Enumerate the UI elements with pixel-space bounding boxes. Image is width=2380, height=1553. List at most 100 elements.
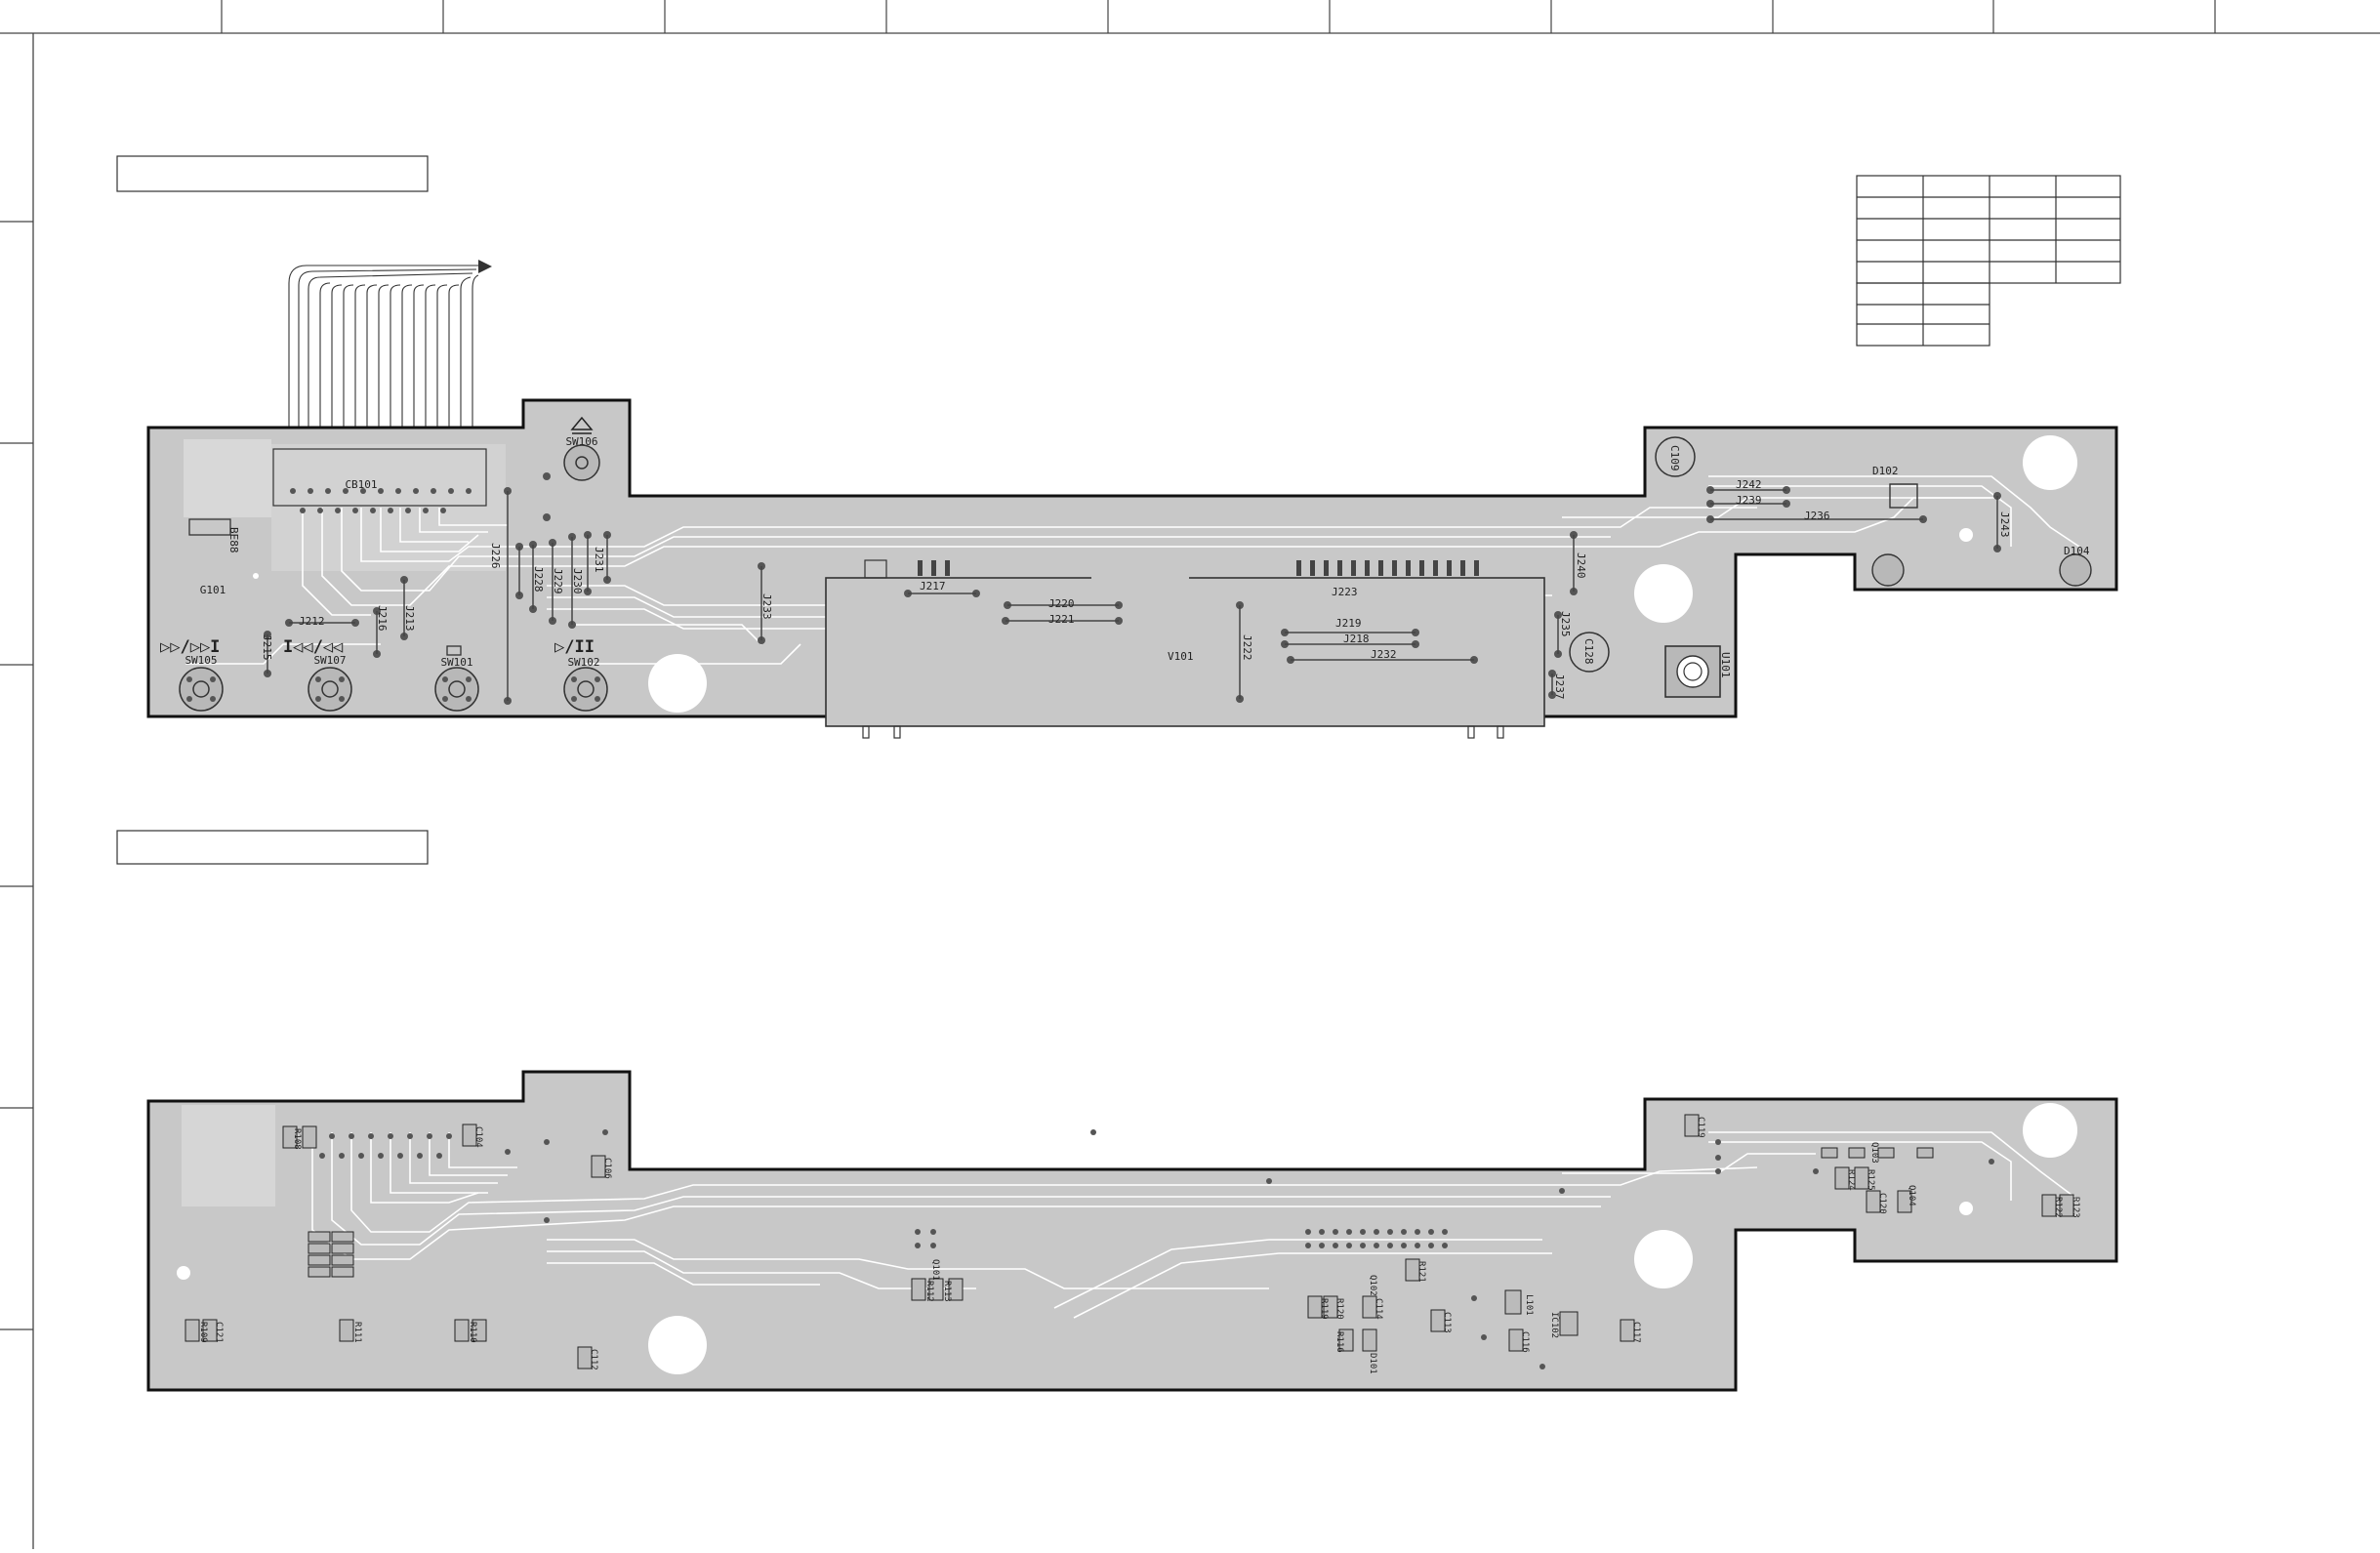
mounting-hole: [1959, 528, 1973, 542]
label-c119: C119: [1696, 1117, 1705, 1138]
mounting-hole: [648, 1316, 707, 1374]
label-beeper: BE88: [227, 527, 240, 553]
label-r122: R122: [2053, 1197, 2063, 1218]
label-j219: J219: [1335, 617, 1362, 630]
label-sw102: SW102: [567, 656, 599, 669]
label-c114: C114: [1374, 1298, 1383, 1320]
mounting-hole: [648, 654, 707, 713]
label-j217: J217: [920, 580, 946, 593]
display-pin-row: [918, 560, 1479, 576]
label-d104: D104: [2064, 545, 2090, 557]
label-j243: J243: [1998, 511, 2011, 538]
label-sw105: SW105: [185, 654, 217, 667]
sw107-symbol-icon: I◁◁/◁◁: [283, 637, 344, 657]
label-j222: J222: [1241, 634, 1253, 661]
switch-sw102: [563, 667, 608, 712]
label-j221: J221: [1048, 613, 1075, 626]
label-j233: J233: [760, 593, 773, 620]
label-j218: J218: [1343, 633, 1370, 645]
label-sw107: SW107: [313, 654, 346, 667]
label-c113: C113: [1442, 1312, 1452, 1333]
reference-table: [1856, 175, 2121, 347]
label-j213: J213: [403, 605, 416, 632]
label-j223: J223: [1332, 586, 1358, 598]
jumpers: [267, 489, 1998, 701]
label-r108: R108: [292, 1128, 302, 1150]
label-c106: C106: [602, 1158, 612, 1179]
label-j240: J240: [1575, 552, 1587, 579]
switch-sw105: [179, 667, 224, 712]
mounting-hole: [1634, 1230, 1693, 1288]
d101-led: [1871, 553, 1905, 587]
label-r120: R120: [1334, 1298, 1344, 1320]
label-q104: Q104: [1907, 1185, 1916, 1206]
eject-icon: [570, 416, 594, 434]
label-r112: R112: [924, 1281, 934, 1302]
beeper-outline: [188, 518, 231, 536]
label-c128: C128: [1582, 638, 1595, 665]
label-v101: V101: [1168, 650, 1194, 663]
sw101-square-icon: [446, 645, 462, 656]
label-r121: R121: [1416, 1261, 1426, 1283]
c109-outline: [1655, 436, 1696, 477]
label-r110: R110: [468, 1322, 477, 1343]
ribbon-cable: [288, 260, 492, 428]
label-j229: J229: [552, 568, 564, 594]
label-j212: J212: [299, 615, 325, 628]
label-r124: R124: [1846, 1169, 1856, 1191]
top-board-title-box: [116, 155, 429, 192]
sw105-symbol-icon: ▷▷/▷▷I: [160, 637, 220, 657]
label-j215: J215: [261, 634, 273, 661]
label-c117: C117: [1631, 1322, 1641, 1343]
label-c109: C109: [1668, 445, 1681, 471]
label-d101: D101: [1368, 1353, 1377, 1374]
label-j226: J226: [489, 543, 502, 569]
label-c104: C104: [473, 1126, 483, 1148]
label-c112: C112: [589, 1349, 598, 1370]
label-j230: J230: [571, 568, 584, 594]
label-j231: J231: [593, 547, 605, 573]
label-c120: C120: [1877, 1193, 1887, 1214]
switch-sw106: [563, 444, 600, 481]
label-q102: Q102: [1368, 1275, 1377, 1296]
label-r113: R113: [942, 1281, 952, 1302]
label-r125: R125: [1866, 1169, 1875, 1191]
label-d102: D102: [1872, 465, 1899, 477]
d102-outline: [1889, 483, 1918, 509]
switch-sw107: [308, 667, 352, 712]
label-j239: J239: [1736, 494, 1762, 507]
label-r111: R111: [352, 1322, 362, 1343]
bottom-smd-components: [185, 1114, 2074, 1369]
label-ic102: IC102: [1549, 1312, 1559, 1338]
label-g101: G101: [200, 584, 226, 596]
label-j242: J242: [1736, 478, 1762, 491]
switch-sw101: [434, 667, 479, 712]
label-j228: J228: [532, 566, 545, 593]
d104-led: [2059, 553, 2092, 587]
label-j236: J236: [1804, 510, 1830, 522]
label-cb101: CB101: [345, 478, 377, 491]
mounting-hole: [177, 1266, 190, 1280]
label-j235: J235: [1559, 611, 1572, 637]
bottom-board-title-box: [116, 830, 429, 865]
label-r123: R123: [2071, 1197, 2080, 1218]
c128-outline: [1569, 632, 1610, 673]
label-j232: J232: [1371, 648, 1397, 661]
label-j237: J237: [1553, 674, 1566, 700]
mounting-hole: [253, 573, 259, 579]
label-l101: L101: [1524, 1294, 1534, 1316]
top-board: CB101 SW106 SW105 SW107 SW101 SW102 G101…: [146, 398, 2118, 739]
sw102-symbol-icon: ▷/II: [554, 637, 595, 657]
label-u101: U101: [1719, 652, 1732, 678]
label-q101: Q101: [930, 1259, 940, 1281]
label-q103: Q103: [1869, 1142, 1879, 1164]
label-j220: J220: [1048, 597, 1075, 610]
label-j216: J216: [376, 605, 389, 632]
bottom-pads: [309, 1129, 1994, 1369]
mounting-hole: [1959, 1202, 1973, 1215]
mounting-hole: [1634, 564, 1693, 623]
bottom-board-traces: [311, 1131, 2080, 1319]
mounting-hole: [2023, 435, 2077, 490]
